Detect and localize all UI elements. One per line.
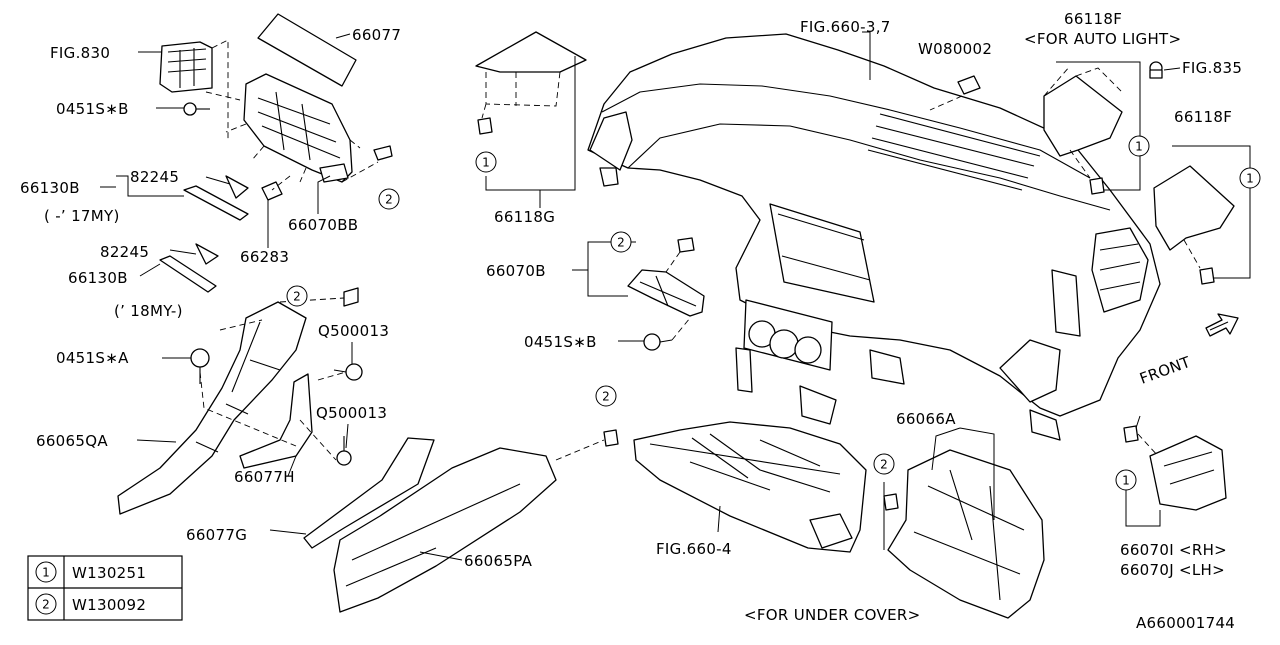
label-66070i: 66070I <RH>: [1120, 541, 1227, 559]
label-0451s-b-top: 0451S∗B: [56, 100, 129, 118]
marker-2-upper: 2: [378, 188, 400, 210]
label-66070bb: 66070BB: [288, 216, 358, 234]
trim-66077g: [303, 437, 435, 549]
panel-66077h: [239, 373, 313, 469]
legend-part: W130251: [72, 564, 146, 582]
label-fig835: FIG.835: [1182, 59, 1242, 77]
clip-66070: [1123, 425, 1139, 443]
clip-66118f-b: [1199, 267, 1215, 285]
screw-q500013-b: [336, 436, 352, 466]
cover-66118f-auto: [1043, 65, 1123, 157]
label-66070b: 66070B: [486, 262, 546, 280]
marker-1-66118g: 1: [475, 151, 497, 173]
label-fig660-4: FIG.660-4: [656, 540, 732, 558]
marker-2-66066a: 2: [873, 453, 895, 475]
label-fig830: FIG.830: [50, 44, 110, 62]
label-66077h: 66077H: [234, 468, 295, 486]
svg-text:2: 2: [42, 598, 50, 612]
legend-part: W130092: [72, 596, 146, 614]
label-66077: 66077: [352, 26, 401, 44]
cover-66118f: [1153, 165, 1235, 251]
label-17my: ( -’ 17MY): [44, 207, 120, 225]
trim-panel-66077: [257, 13, 357, 87]
label-66066a: 66066A: [896, 410, 956, 428]
svg-text:1: 1: [482, 156, 490, 170]
label-for-auto-light: <FOR AUTO LIGHT>: [1024, 30, 1181, 48]
svg-text:1: 1: [1122, 474, 1130, 488]
front-arrow-icon: [1205, 313, 1239, 337]
label-66130b-a: 66130B: [20, 179, 80, 197]
clip-2-kick-panel: [603, 429, 619, 447]
marker-2-lower-left: 2: [286, 285, 308, 307]
marker-1-66070: 1: [1115, 469, 1137, 491]
kick-panel-66065pa: [333, 447, 557, 613]
legend-row-1: 1 W130251: [35, 561, 146, 583]
legend-row-2: 2 W130092: [35, 593, 146, 615]
label-66077g: 66077G: [186, 526, 247, 544]
label-66118f-a: 66118F: [1064, 10, 1122, 28]
clip-upper-right: [373, 145, 393, 161]
bracket-66130b-a: [183, 175, 249, 221]
side-panel-66065qa: [117, 301, 307, 515]
clip-66118g: [477, 117, 493, 135]
label-front: FRONT: [1137, 353, 1193, 388]
label-18my: (’ 18MY-): [114, 302, 183, 320]
marker-1-66118f: 1: [1239, 167, 1261, 189]
under-cover-66066a: [887, 449, 1045, 619]
clip-66066a: [883, 493, 899, 511]
label-66065qa: 66065QA: [36, 432, 108, 450]
glovebox: [633, 421, 867, 553]
bulb-w080002: [957, 75, 981, 95]
label-82245-b: 82245: [100, 243, 149, 261]
svg-text:1: 1: [1135, 140, 1143, 154]
svg-text:2: 2: [602, 390, 610, 404]
label-66130b-b: 66130B: [68, 269, 128, 287]
svg-text:1: 1: [1246, 172, 1254, 186]
legend-table: 1 W130251 2 W130092: [27, 555, 183, 621]
svg-text:2: 2: [880, 458, 888, 472]
bracket-66070i-j: [1149, 435, 1227, 511]
label-66065pa: 66065PA: [464, 552, 533, 570]
screw-0451s-b-top: [183, 102, 210, 116]
label-66070j: 66070J <LH>: [1120, 561, 1225, 579]
clip-66283: [261, 181, 283, 201]
label-66118g: 66118G: [494, 208, 555, 226]
cover-66118g: [475, 31, 587, 107]
label-q500013-a: Q500013: [318, 322, 389, 340]
bracket-66070b: [627, 269, 705, 317]
label-82245-a: 82245: [130, 168, 179, 186]
label-0451s-a: 0451S∗A: [56, 349, 129, 367]
label-w080002: W080002: [918, 40, 992, 58]
label-66283: 66283: [240, 248, 289, 266]
instrument-panel: [587, 33, 1161, 441]
bracket-66130b-b: [159, 243, 219, 293]
screw-q500013-a: [333, 363, 363, 381]
clip-2-lower-left: [343, 287, 359, 307]
marker-1-auto-light: 1: [1128, 135, 1150, 157]
label-0451s-b-mid: 0451S∗B: [524, 333, 597, 351]
diagram-id: A660001744: [1136, 614, 1235, 632]
clip-2-66070b: [677, 237, 695, 253]
marker-2-kick-panel: 2: [595, 385, 617, 407]
switch-panel-fig830: [159, 41, 213, 93]
label-for-under-cover: <FOR UNDER COVER>: [744, 606, 920, 624]
sensor-fig835: [1149, 61, 1163, 79]
label-fig660-3-7: FIG.660-3,7: [800, 18, 891, 36]
clip-66118f-a: [1089, 177, 1105, 195]
svg-text:2: 2: [293, 290, 301, 304]
svg-text:1: 1: [42, 566, 50, 580]
label-66118f-b: 66118F: [1174, 108, 1232, 126]
label-q500013-b: Q500013: [316, 404, 387, 422]
svg-text:2: 2: [385, 193, 393, 207]
svg-text:2: 2: [617, 236, 625, 250]
screw-0451s-a: [190, 348, 210, 384]
marker-2-66070b: 2: [610, 231, 632, 253]
screw-0451s-b-mid: [643, 333, 673, 351]
